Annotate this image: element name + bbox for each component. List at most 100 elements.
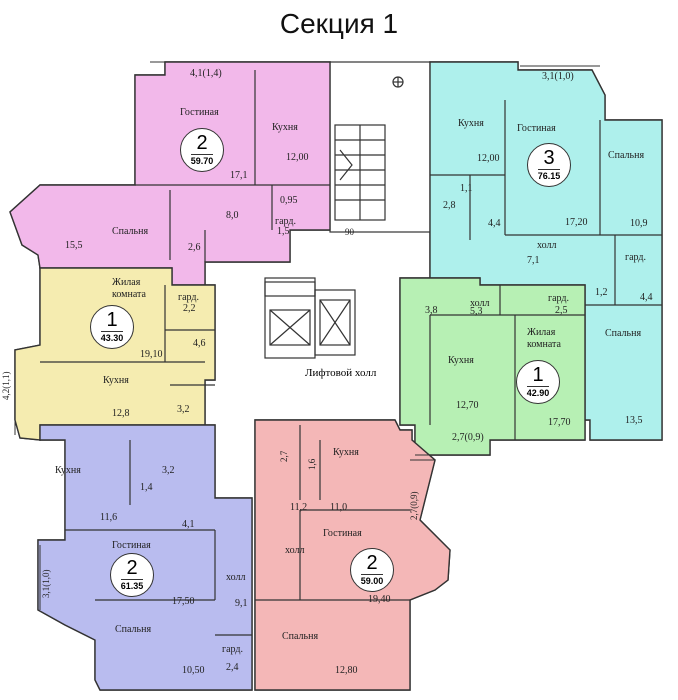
room-name: холл xyxy=(470,298,490,309)
room-area: 10,50 xyxy=(182,665,205,676)
room-name: гард. xyxy=(625,252,646,263)
room-area: 12,00 xyxy=(286,152,309,163)
apartment-rooms: 3 xyxy=(538,147,560,170)
room-area: 11,2 xyxy=(290,502,308,513)
room-area: 11,0 xyxy=(330,502,348,513)
room-name: холл xyxy=(285,545,305,556)
room-area: 11,6 xyxy=(100,512,118,523)
room-name: Спальня xyxy=(605,328,642,339)
room-name: комната xyxy=(112,289,146,300)
room-area: 3,8 xyxy=(425,305,438,316)
apartment-badge-pink: 2 59.70 xyxy=(180,128,224,172)
room-area: 12,00 xyxy=(477,153,500,164)
room-area: 10,9 xyxy=(630,218,648,229)
apartment-area: 42.90 xyxy=(526,388,550,398)
room-name: холл xyxy=(226,572,246,583)
room-area: 17,20 xyxy=(565,217,588,228)
room-name: Кухня xyxy=(55,465,81,476)
lift-hall-label: Лифтовой холл xyxy=(305,367,377,379)
apartment-badge-cyan: 3 76.15 xyxy=(527,143,571,187)
room-area: 12,80 xyxy=(335,665,358,676)
wall-lines xyxy=(9,61,663,691)
balcony-area: 2,7(0,9) xyxy=(409,491,419,521)
apartment-badge-red: 2 59.00 xyxy=(350,548,394,592)
room-name: Гостиная xyxy=(517,123,556,134)
apartment-badge-green: 1 42.90 xyxy=(516,360,560,404)
room-area: 15,5 xyxy=(65,240,83,251)
room-area: 7,1 xyxy=(527,255,540,266)
room-area: 5,3 xyxy=(470,306,483,317)
section-title: Секция 1 xyxy=(279,8,399,39)
apartment-rooms: 1 xyxy=(527,364,549,387)
apartment-rooms: 2 xyxy=(361,552,383,575)
room-area: 2,5 xyxy=(555,305,568,316)
room-name: Кухня xyxy=(103,375,129,386)
room-area: 3,2 xyxy=(177,404,190,415)
stairwell xyxy=(329,61,431,233)
balcony-area: 4,2(1,1) xyxy=(1,371,11,401)
room-area: 19,40 xyxy=(368,594,391,605)
room-area: 8,0 xyxy=(226,210,239,221)
balcony-area: 3,1(1,0) xyxy=(542,71,574,82)
balconies xyxy=(14,61,600,610)
room-name: комната xyxy=(527,339,561,350)
room-name: Спальня xyxy=(115,624,152,635)
room-area: 12,8 xyxy=(112,408,130,419)
room-name: гард. xyxy=(275,216,296,227)
room-area: 1,5 xyxy=(277,226,290,237)
room-area: 17,1 xyxy=(230,170,248,181)
room-area: 0,95 xyxy=(280,195,298,206)
balcony-area: 4,1(1,4) xyxy=(190,68,222,79)
apartment-badge-yellow: 1 43.30 xyxy=(90,305,134,349)
room-area: 4,1 xyxy=(182,519,195,530)
room-name: Жилая xyxy=(112,277,141,288)
room-name: Кухня xyxy=(448,355,474,366)
apartment-area: 59.70 xyxy=(190,156,214,166)
room-name: Гостиная xyxy=(323,528,362,539)
apartment-area: 59.00 xyxy=(360,576,384,586)
room-area: 19,10 xyxy=(140,349,163,360)
apartment-rooms: 2 xyxy=(121,557,143,580)
room-area: 2,7 xyxy=(279,450,289,462)
room-area: 17,50 xyxy=(172,596,195,607)
room-name: гард. xyxy=(178,292,199,303)
room-name: Спальня xyxy=(112,226,149,237)
room-name: Спальня xyxy=(608,150,645,161)
room-area: 4,4 xyxy=(488,218,501,229)
room-area: 9,1 xyxy=(235,598,248,609)
room-area: 1,2 xyxy=(595,287,608,298)
room-name: Гостиная xyxy=(180,107,219,118)
room-name: Кухня xyxy=(272,122,298,133)
room-area: 4,4 xyxy=(640,292,653,303)
room-area: 3,2 xyxy=(162,465,175,476)
room-area: 2,6 xyxy=(188,242,201,253)
apartment-badge-blue: 2 61.35 xyxy=(110,553,154,597)
apartment-area: 76.15 xyxy=(537,171,561,181)
room-area: 1,6 xyxy=(307,458,317,470)
apartment-area: 43.30 xyxy=(100,333,124,343)
room-area: 2,4 xyxy=(226,662,239,673)
room-area: 2,2 xyxy=(183,303,196,314)
balcony-area: 3,1(1,0) xyxy=(41,569,51,599)
room-area: 13,5 xyxy=(625,415,643,426)
room-area: 2,8 xyxy=(443,200,456,211)
room-area: 1,4 xyxy=(140,482,153,493)
room-name: Гостиная xyxy=(112,540,151,551)
room-name: Спальня xyxy=(282,631,319,642)
room-area: 4,6 xyxy=(193,338,206,349)
balcony-area: 2,7(0,9) xyxy=(452,432,484,443)
room-name: холл xyxy=(537,240,557,251)
room-name: Жилая xyxy=(527,327,556,338)
apartment-rooms: 1 xyxy=(101,309,123,332)
apartment-rooms: 2 xyxy=(191,132,213,155)
lift-shafts xyxy=(264,277,356,359)
room-name: гард. xyxy=(548,293,569,304)
room-name: гард. xyxy=(222,644,243,655)
room-name: Кухня xyxy=(458,118,484,129)
room-area: 17,70 xyxy=(548,417,571,428)
stair-area: 90 xyxy=(345,227,354,237)
room-area: 12,70 xyxy=(456,400,479,411)
room-name: Кухня xyxy=(333,447,359,458)
room-area: 1,1 xyxy=(460,183,473,194)
